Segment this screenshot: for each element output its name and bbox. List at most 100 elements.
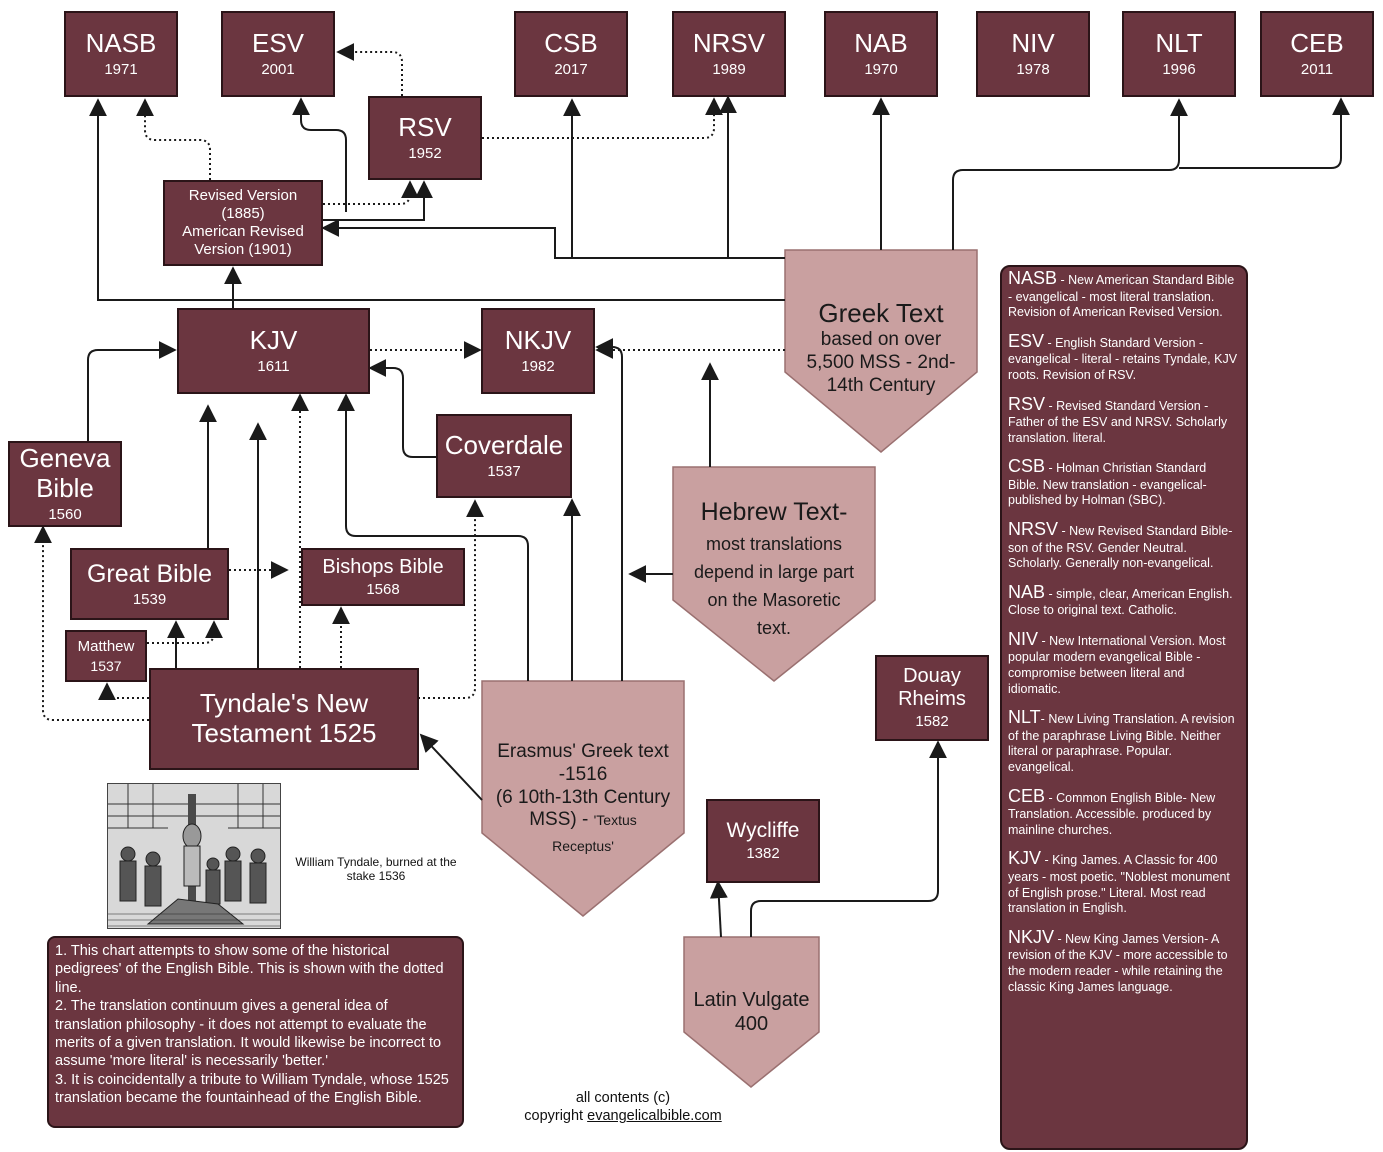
esv-box: ESV 2001: [221, 11, 335, 97]
tyndale-engraving-image: [107, 783, 281, 929]
tyndale-box: Tyndale's New Testament 1525: [149, 668, 419, 770]
legend-dash: -: [1057, 273, 1069, 287]
kjv-year: 1611: [257, 358, 290, 376]
revised-line2: (1885): [221, 205, 265, 222]
hebrew-text-label: Hebrew Text- most translations depend in…: [673, 497, 875, 643]
ceb-box: CEB 2011: [1260, 11, 1374, 97]
kjv-box: KJV 1611: [177, 308, 370, 394]
douay-year: 1582: [915, 713, 949, 731]
legend-dash: -: [1044, 335, 1056, 350]
matthew-title: Matthew: [77, 638, 135, 656]
legend-item: KJV - King James. A Classic for 400 year…: [1008, 847, 1240, 916]
kjv-title: KJV: [249, 325, 298, 356]
vulgate-line1: Latin Vulgate: [693, 989, 810, 1011]
credit-line2: copyright evangelicalbible.com: [500, 1107, 746, 1125]
legend-dash: -: [1041, 853, 1053, 868]
legend-abbr: NIV: [1008, 628, 1039, 649]
hebrew-text-shape: [672, 466, 876, 682]
niv-year: 1978: [1016, 61, 1050, 79]
legend-abbr: RSV: [1008, 393, 1046, 414]
copyright-credit: all contents (c) copyright evangelicalbi…: [500, 1089, 746, 1125]
nasb-year: 1971: [104, 61, 138, 79]
tyndale-line2: Testament 1525: [191, 718, 377, 748]
nrsv-year: 1989: [712, 61, 746, 79]
erasmus-line4b: 'Textus: [593, 812, 637, 829]
nab-box: NAB 1970: [824, 11, 938, 97]
legend-description: New King James Version- A revision of th…: [1008, 931, 1228, 994]
csb-box: CSB 2017: [514, 11, 628, 97]
geneva-line1: Geneva: [19, 443, 111, 474]
wycliffe-box: Wycliffe 1382: [706, 799, 820, 883]
coverdale-box: Coverdale 1537: [436, 414, 572, 498]
douay-line1: Douay: [903, 665, 961, 688]
nasb-title: NASB: [85, 28, 157, 59]
legend-abbr: KJV: [1008, 848, 1042, 869]
erasmus-line4-wrap: MSS) - 'Textus: [529, 809, 637, 832]
legend-item: RSV - Revised Standard Version - Father …: [1008, 393, 1240, 447]
douay-rheims-box: Douay Rheims 1582: [875, 655, 989, 741]
rsv-box: RSV 1952: [368, 96, 482, 180]
legend-abbr: CEB: [1008, 785, 1046, 806]
legend-description: King James. A Classic for 400 years - mo…: [1008, 853, 1230, 916]
erasmus-line1: Erasmus' Greek text: [497, 741, 669, 762]
nrsv-title: NRSV: [692, 28, 766, 59]
greek-line1: based on over: [820, 329, 942, 351]
ceb-title: CEB: [1290, 28, 1344, 59]
erasmus-shape: [481, 680, 685, 917]
greek-line3: 14th Century: [826, 374, 936, 396]
legend-item: NIV - New International Version. Most po…: [1008, 628, 1240, 697]
legend-description: Holman Christian Standard Bible. New tra…: [1008, 461, 1207, 508]
legend-abbr: NKJV: [1008, 926, 1055, 947]
engraving-caption: William Tyndale, burned at the stake 153…: [295, 855, 457, 883]
geneva-year: 1560: [48, 506, 82, 524]
nlt-year: 1996: [1162, 61, 1196, 79]
hebrew-line3: on the Masoretic: [707, 589, 841, 610]
legend-abbr: NASB: [1008, 268, 1058, 288]
bishops-bible-box: Bishops Bible 1568: [301, 548, 465, 606]
legend-abbr: NLT: [1008, 707, 1041, 728]
csb-title: CSB: [544, 28, 598, 59]
nasb-box: NASB 1971: [64, 11, 178, 97]
erasmus-label: Erasmus' Greek text -1516 (6 10th-13th C…: [482, 741, 684, 855]
esv-title: ESV: [251, 28, 305, 59]
douay-line2: Rheims: [898, 688, 966, 711]
matthew-box: Matthew 1537: [65, 630, 147, 682]
legend-dash: -: [1040, 712, 1049, 727]
revised-line4: Version (1901): [194, 241, 292, 258]
legend-dash: -: [1045, 461, 1057, 476]
legend-abbr: CSB: [1008, 456, 1046, 477]
hebrew-line2: depend in large part: [693, 561, 855, 582]
credit-prefix: copyright: [524, 1108, 588, 1125]
nkjv-box: NKJV 1982: [481, 308, 595, 394]
legend-item: NAB - simple, clear, American English. C…: [1008, 581, 1240, 619]
great-bible-box: Great Bible 1539: [70, 548, 229, 620]
geneva-line2: Bible: [36, 473, 94, 504]
legend-dash: -: [1058, 524, 1070, 538]
legend-dash: -: [1054, 931, 1066, 946]
legend-description: New American Standard Bible - evangelica…: [1008, 273, 1235, 320]
revised-version-box: Revised Version (1885) American Revised …: [163, 180, 323, 266]
legend-panel: NASB - New American Standard Bible - eva…: [1000, 265, 1248, 1150]
legend-description: Common English Bible- New Translation. A…: [1008, 790, 1216, 837]
legend-item: NRSV - New Revised Standard Bible- son o…: [1008, 518, 1240, 572]
tyndale-line1: Tyndale's New: [199, 688, 369, 719]
rsv-title: RSV: [398, 112, 452, 143]
csb-year: 2017: [554, 61, 588, 79]
matthew-year: 1537: [90, 657, 122, 674]
credit-link[interactable]: evangelicalbible.com: [587, 1108, 722, 1125]
legend-description: New International Version. Most popular …: [1008, 633, 1226, 696]
hebrew-line1: most translations: [705, 534, 843, 554]
erasmus-line2: -1516: [558, 763, 608, 785]
legend-abbr: NRSV: [1008, 519, 1059, 539]
coverdale-title: Coverdale: [444, 430, 564, 461]
nkjv-title: NKJV: [504, 325, 572, 356]
great-bible-year: 1539: [132, 590, 167, 608]
legend-item: NASB - New American Standard Bible - eva…: [1008, 267, 1240, 321]
niv-title: NIV: [1011, 28, 1055, 59]
esv-year: 2001: [261, 61, 295, 79]
legend-description: New Living Translation. A revision of th…: [1008, 712, 1235, 774]
hebrew-title: Hebrew Text-: [700, 498, 848, 526]
legend-abbr: ESV: [1008, 330, 1045, 351]
erasmus-line4: MSS) -: [529, 809, 594, 831]
